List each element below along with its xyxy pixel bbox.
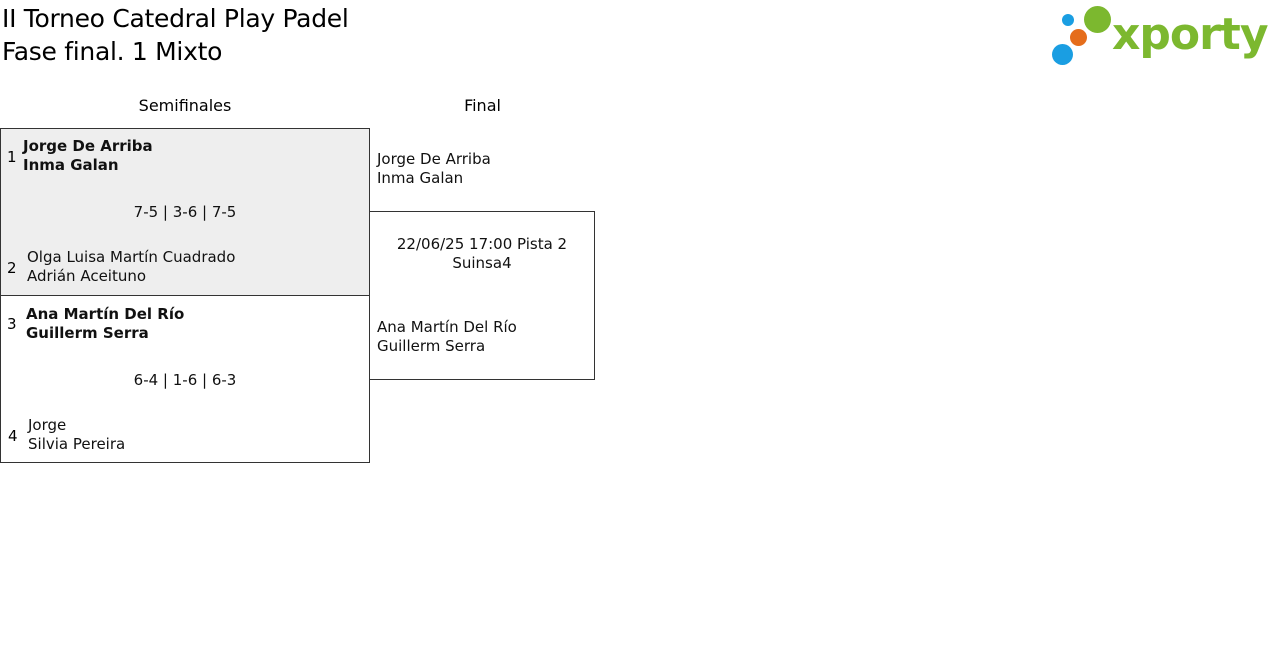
semifinals-header: Semifinales xyxy=(138,96,232,115)
team-bottom: Jorge Silvia Pereira xyxy=(28,416,125,454)
final-team-top: Jorge De Arriba Inma Galan xyxy=(377,150,491,188)
final-schedule: 22/06/25 17:00 Pista 2 xyxy=(396,235,568,253)
seed-number: 2 xyxy=(7,259,17,277)
semifinal-match-2[interactable]: 3 Ana Martín Del Río Guillerm Serra 6-4 … xyxy=(0,295,370,463)
player-name: Inma Galan xyxy=(23,156,119,174)
match-score: 7-5 | 3-6 | 7-5 xyxy=(133,203,237,221)
player-name: Ana Martín Del Río xyxy=(26,305,185,323)
team-top-winner: Jorge De Arriba Inma Galan xyxy=(23,137,153,175)
final-header: Final xyxy=(464,96,501,115)
player-name: Ana Martín Del Río xyxy=(377,318,517,336)
logo-blue-dot xyxy=(1052,44,1073,65)
logo-green-dot xyxy=(1084,6,1111,33)
player-name: Guillerm Serra xyxy=(377,337,486,355)
match-score: 6-4 | 1-6 | 6-3 xyxy=(133,371,237,389)
seed-number: 3 xyxy=(7,315,17,333)
phase-name: Fase final. 1 Mixto xyxy=(2,37,223,66)
player-name: Jorge De Arriba xyxy=(377,150,491,168)
semifinal-match-1[interactable]: 1 Jorge De Arriba Inma Galan 7-5 | 3-6 |… xyxy=(0,128,370,296)
tournament-name: II Torneo Catedral Play Padel xyxy=(2,4,349,33)
player-name: Silvia Pereira xyxy=(28,435,126,453)
final-match-info: 22/06/25 17:00 Pista 2 Suinsa4 xyxy=(370,235,594,273)
team-top-winner: Ana Martín Del Río Guillerm Serra xyxy=(26,305,184,343)
seed-number: 1 xyxy=(7,148,17,166)
logo-orange-dot xyxy=(1070,29,1087,46)
logo-wordmark: xporty xyxy=(1112,9,1269,60)
tournament-title: II Torneo Catedral Play Padel Fase final… xyxy=(2,2,349,68)
final-match[interactable]: 22/06/25 17:00 Pista 2 Suinsa4 xyxy=(369,211,595,380)
final-venue: Suinsa4 xyxy=(452,254,512,272)
player-name: Olga Luisa Martín Cuadrado xyxy=(27,248,236,266)
player-name: Jorge xyxy=(28,416,67,434)
player-name: Adrián Aceituno xyxy=(27,267,147,285)
xporty-logo[interactable]: xporty xyxy=(1050,4,1276,68)
player-name: Guillerm Serra xyxy=(26,324,149,342)
team-bottom: Olga Luisa Martín Cuadrado Adrián Aceitu… xyxy=(27,248,235,286)
player-name: Inma Galan xyxy=(377,169,464,187)
seed-number: 4 xyxy=(8,427,18,445)
logo-blue-small-dot xyxy=(1062,14,1074,26)
player-name: Jorge De Arriba xyxy=(23,137,153,155)
final-team-bottom: Ana Martín Del Río Guillerm Serra xyxy=(377,318,517,356)
